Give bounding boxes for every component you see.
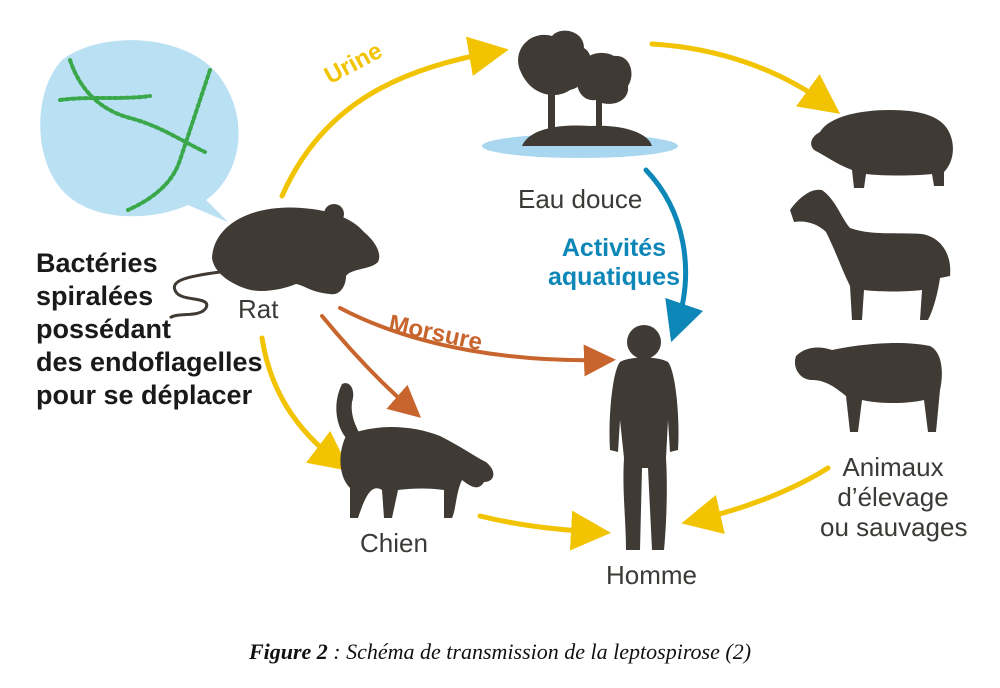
animaux-line-2: d’élevage xyxy=(837,482,949,512)
spiral-bacteria-icon xyxy=(58,58,212,212)
chien-label: Chien xyxy=(360,528,428,558)
animaux-line-3: ou sauvages xyxy=(820,512,968,542)
animaux-label: Animaux d’élevage ou sauvages xyxy=(820,452,968,542)
bacteria-line-1: Bactéries xyxy=(36,248,158,278)
man-icon xyxy=(609,325,679,550)
cow-icon xyxy=(794,343,942,432)
bacteria-line-2: spiralées xyxy=(36,281,154,311)
yellow-arrows xyxy=(259,36,841,551)
activites-line-1: Activités xyxy=(561,234,667,262)
rat-to-dog-arrow xyxy=(259,335,350,472)
dog-to-man-arrow xyxy=(477,510,611,551)
figure-caption: Figure 2 : Schéma de transmission de la … xyxy=(0,639,1000,665)
orange-arrows xyxy=(320,306,616,418)
eau-douce-label: Eau douce xyxy=(518,184,643,214)
caption-prefix: Figure 2 xyxy=(248,639,328,664)
activites-line-2: aquatiques xyxy=(548,263,680,291)
caption-text: : Schéma de transmission de la leptospir… xyxy=(327,639,752,664)
urine-arrow xyxy=(279,36,509,199)
bacteria-line-3: possédant xyxy=(36,314,172,344)
bacteria-description: Bactéries spiralées possédant des endofl… xyxy=(36,247,263,412)
aquatic-activities-arrow xyxy=(643,167,704,343)
rat-icon xyxy=(168,204,380,320)
water-to-animals-arrow xyxy=(649,41,841,114)
animals-to-man-arrow xyxy=(681,465,831,534)
freshwater-trees-icon xyxy=(482,30,678,158)
bacteria-bubble xyxy=(40,40,239,222)
rat-to-dog-bite-arrow xyxy=(320,314,422,418)
bacteria-line-4: des endoflagelles xyxy=(36,347,263,377)
bacteria-line-5: pour se déplacer xyxy=(36,380,253,410)
homme-label: Homme xyxy=(606,560,698,590)
activites-label: Activités aquatiques xyxy=(548,234,680,292)
pig-icon xyxy=(811,110,953,188)
morsure-arrow xyxy=(338,306,616,377)
animaux-line-1: Animaux xyxy=(842,452,944,482)
rat-label: Rat xyxy=(238,294,279,324)
dog-icon xyxy=(336,383,494,518)
horse-icon xyxy=(790,189,951,320)
